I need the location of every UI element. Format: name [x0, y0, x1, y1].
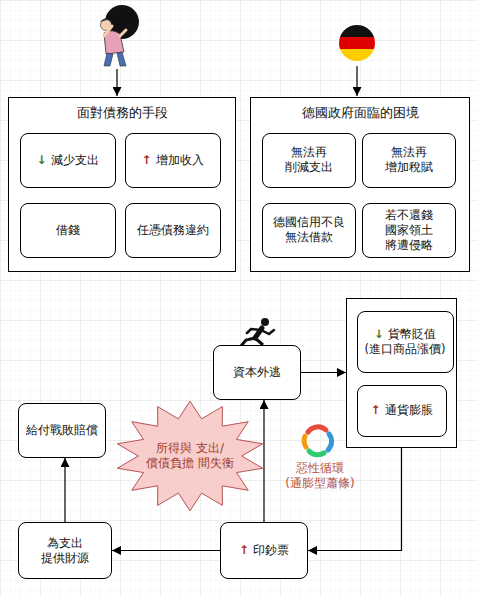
text-wrap: ↑ 通貨膨脹 — [366, 403, 436, 418]
process-box: 資本外逃 — [213, 345, 301, 400]
box-label: 借錢 — [56, 223, 80, 238]
process-box: ↓ 減少支出 — [20, 133, 116, 188]
box-label: 任憑債務違約 — [137, 223, 209, 238]
box-label: 為支出 提供財源 — [23, 536, 107, 566]
trend-arrow: ↑ — [370, 403, 380, 417]
process-box: ↑ 印鈔票 — [220, 522, 308, 579]
text-wrap: 無法再 削減支出 — [263, 145, 355, 175]
process-box: 若不還錢 國家領土 將遭侵略 — [362, 203, 456, 258]
process-box: ↑ 通貨膨脹 — [357, 385, 447, 437]
flow-arrow — [263, 400, 264, 522]
box-label: 所得與 支出/償債負擔 間失衡 — [142, 441, 238, 471]
text-wrap: 借錢 — [52, 223, 84, 238]
trend-arrow: ↓ — [36, 153, 46, 167]
trend-arrow: ↓ — [374, 327, 384, 341]
text-wrap: 給付戰敗賠償 — [22, 423, 102, 438]
flow-arrow — [64, 458, 65, 522]
group-panel: 面對債務的手段 ↓ 減少支出 ↑ 增加收入借錢 任憑債務違約 — [8, 97, 236, 272]
text-wrap: 德國信用不良 無法借款 — [263, 215, 355, 245]
text-wrap: ↑ 印鈔票 — [235, 543, 293, 558]
flow-arrow — [112, 550, 220, 551]
text-wrap: 無法再 增加稅賦 — [363, 145, 455, 175]
burst-shape: 所得與 支出/償債負擔 間失衡 — [114, 400, 266, 512]
cycle-icon — [304, 427, 331, 455]
process-box: ↑ 增加收入 — [125, 133, 221, 188]
text-wrap: 任憑債務違約 — [133, 223, 213, 238]
german-flag — [338, 24, 378, 62]
process-box: 借錢 — [20, 203, 116, 258]
trend-arrow: ↑ — [239, 543, 249, 557]
process-box: 為支出 提供財源 — [18, 522, 112, 579]
box-label: 減少支出 — [51, 153, 99, 167]
text-wrap: ↓貨幣貶值 (進口商品漲價) — [358, 327, 453, 357]
cycle-label: 惡性循環 (通膨型蕭條) — [276, 461, 364, 491]
process-box: 給付戰敗賠償 — [18, 403, 106, 458]
process-box: 無法再 削減支出 — [262, 133, 356, 188]
box-label: 印鈔票 — [253, 543, 289, 557]
panel-heading: 面對債務的手段 — [9, 105, 235, 121]
text-wrap: ↑ 增加收入 — [137, 153, 207, 168]
box-label: 若不還錢 國家領土 將遭侵略 — [367, 208, 451, 253]
text-wrap: ↓ 減少支出 — [32, 153, 102, 168]
process-box: 德國信用不良 無法借款 — [262, 203, 356, 258]
process-box: 無法再 增加稅賦 — [362, 133, 456, 188]
box-label: 無法再 削減支出 — [267, 145, 351, 175]
box-label: 通貨膨脹 — [385, 403, 433, 417]
panel-heading: 德國政府面臨的困境 — [251, 105, 469, 121]
box-label: 德國信用不良 無法借款 — [267, 215, 351, 245]
box-label: 資本外逃 — [233, 365, 281, 380]
process-box: ↓貨幣貶值 (進口商品漲價) — [357, 311, 454, 373]
text-wrap: 資本外逃 — [229, 365, 285, 380]
group-panel: 德國政府面臨的困境無法再 削減支出無法再 增加稅賦德國信用不良 無法借款若不還錢… — [250, 97, 470, 272]
box-label: 增加收入 — [156, 153, 204, 167]
text-wrap: 若不還錢 國家領土 將遭侵略 — [363, 208, 455, 253]
box-label: 給付戰敗賠償 — [26, 423, 98, 438]
text-wrap: 為支出 提供財源 — [19, 536, 111, 566]
flow-arrow — [301, 372, 346, 373]
process-box: 任憑債務違約 — [125, 203, 221, 258]
text-wrap: 所得與 支出/償債負擔 間失衡 — [138, 441, 242, 471]
box-label: 無法再 增加稅賦 — [367, 145, 451, 175]
trend-arrow: ↑ — [141, 153, 151, 167]
group-box: ↓貨幣貶值 (進口商品漲價) ↑ 通貨膨脹 — [346, 298, 457, 448]
debtor-figure — [100, 5, 139, 66]
